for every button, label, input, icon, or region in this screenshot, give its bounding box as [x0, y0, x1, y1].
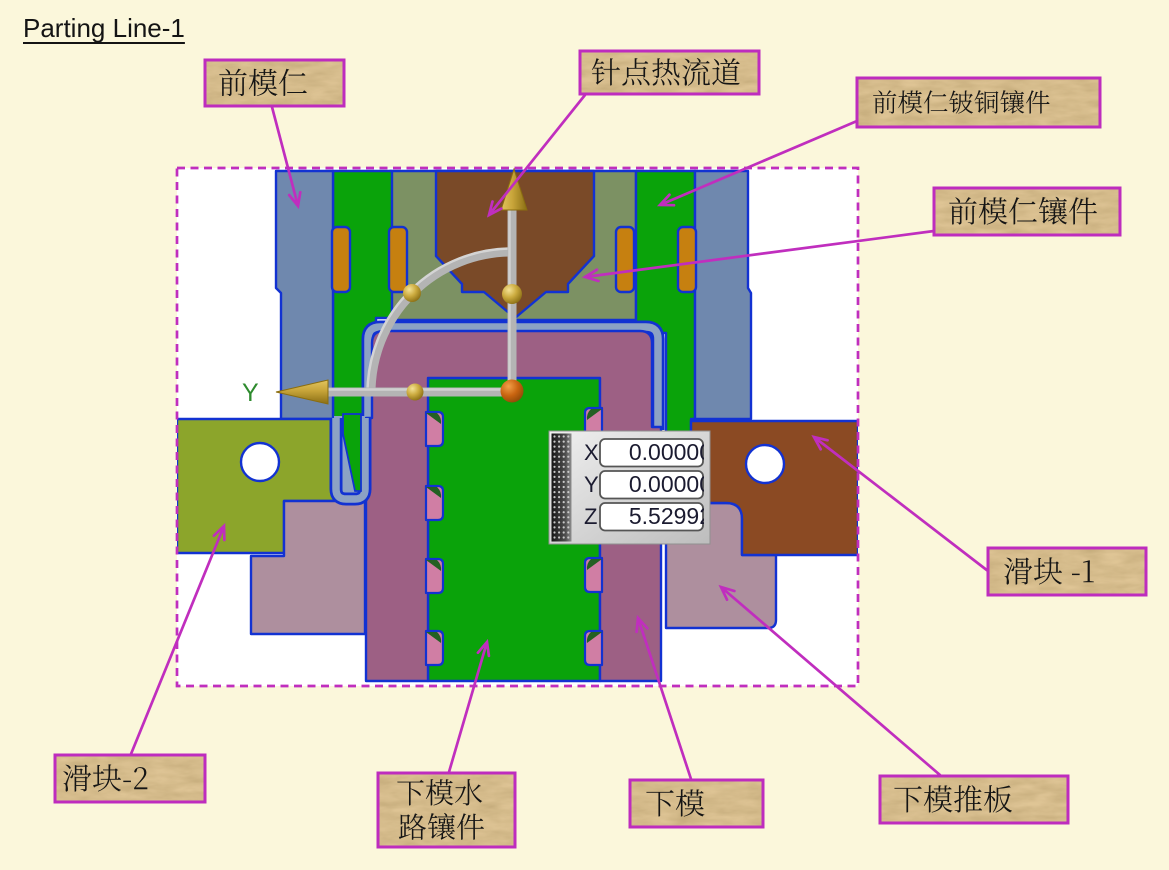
svg-text:0.00000: 0.00000 [629, 439, 712, 465]
svg-text:Y: Y [242, 379, 259, 407]
svg-text:Y: Y [584, 472, 599, 497]
svg-text:5.52992: 5.52992 [629, 503, 712, 529]
svg-text:X: X [584, 440, 599, 465]
svg-text:0.00000: 0.00000 [629, 471, 712, 497]
svg-text:Z: Z [584, 504, 597, 529]
